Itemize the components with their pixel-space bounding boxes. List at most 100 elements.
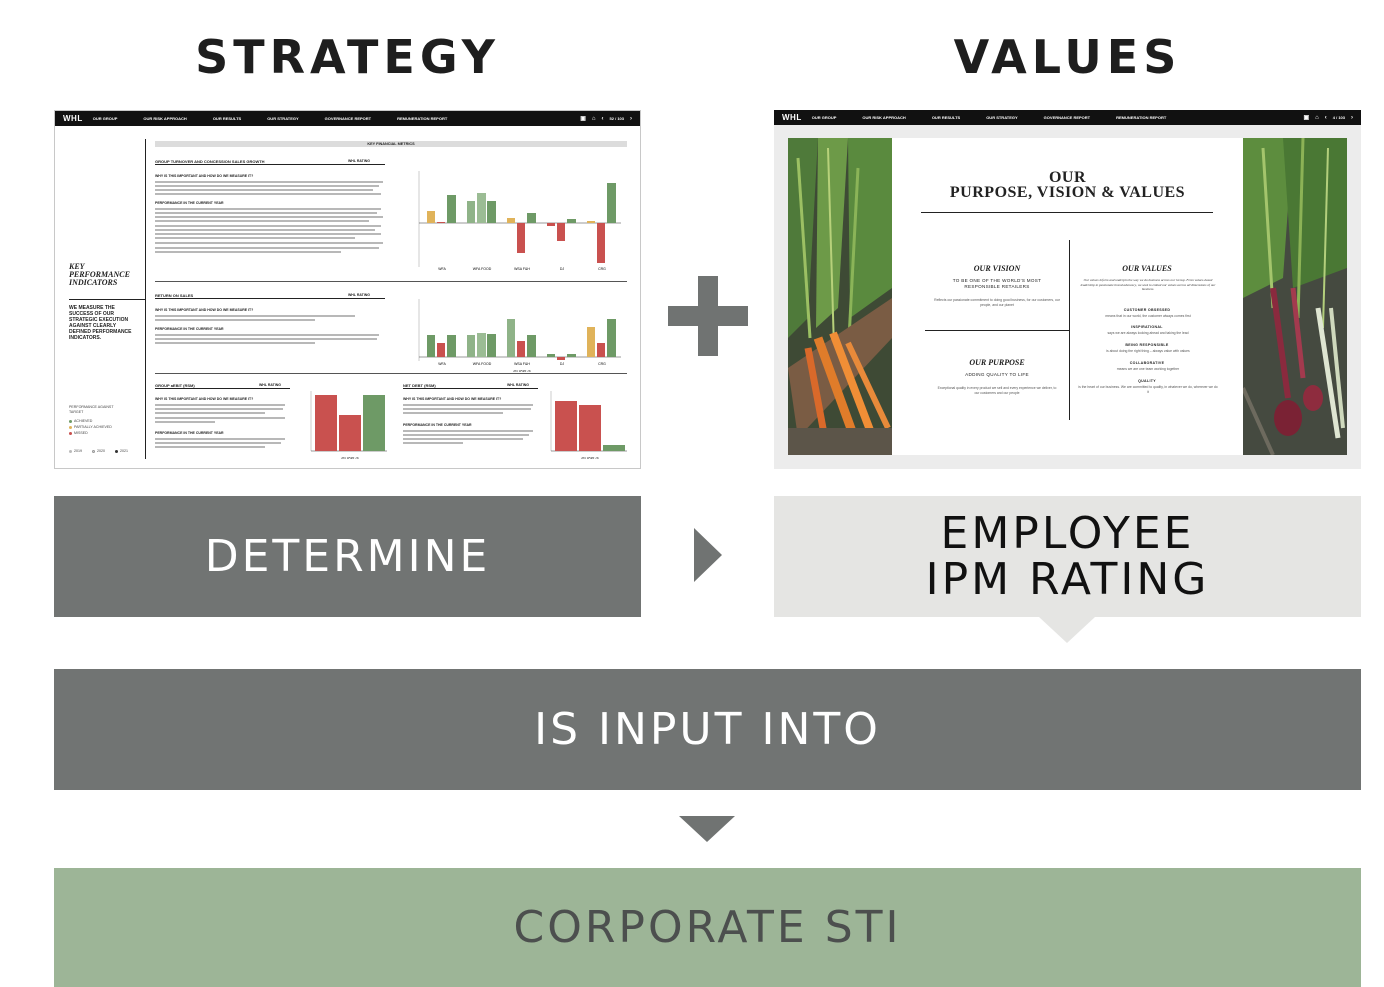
- section-divider: [155, 281, 627, 282]
- vegetables-photo-right: [1241, 137, 1347, 456]
- vegetables-photo-left: [788, 138, 892, 456]
- value-description: is about doing the right thing – always …: [1106, 349, 1190, 353]
- svg-text:WFA: WFA: [438, 267, 446, 271]
- nav-item: OUR RISK APPROACH: [143, 116, 187, 121]
- section-title: GROUP TURNOVER AND CONCESSION SALES GROW…: [155, 159, 385, 165]
- nav-item: OUR STRATEGY: [986, 115, 1018, 120]
- svg-text:CRG: CRG: [598, 267, 606, 271]
- nav-item: OUR RISK APPROACH: [862, 115, 906, 120]
- page-indicator: 4 / 103: [1332, 115, 1345, 120]
- value-description: is the heart of our business. We are com…: [1078, 385, 1218, 394]
- section-rating: WHL RATING: [259, 383, 282, 387]
- section-rating: WHL RATING: [348, 293, 371, 297]
- nav-item: REMUNERATION REPORT: [1116, 115, 1167, 120]
- section-aebit: GROUP aEBIT (RSM) WHL RATING WHY IS THIS…: [155, 383, 390, 463]
- svg-text:WFA: WFA: [438, 362, 446, 366]
- section-rating: WHL RATING: [348, 159, 371, 163]
- employee-ipm-rating-box: EMPLOYEE IPM RATING: [774, 496, 1361, 617]
- kpi-sidebar: KEY PERFORMANCE INDICATORS WE MEASURE TH…: [69, 141, 147, 457]
- value-description: means that in our world, the customer al…: [1105, 314, 1191, 318]
- value-description: means we are one team working together: [1116, 367, 1180, 371]
- home-icon: ⌂: [1315, 114, 1319, 121]
- section-turnover: GROUP TURNOVER AND CONCESSION SALES GROW…: [155, 159, 627, 279]
- values-thumbnail: WHL OUR GROUP OUR RISK APPROACH OUR RESU…: [774, 110, 1361, 469]
- nav-item: OUR RESULTS: [931, 115, 961, 120]
- why-label: WHY IS THIS IMPORTANT AND HOW DO WE MEAS…: [155, 308, 254, 312]
- arrow-down-icon: [679, 816, 735, 842]
- value-name: QUALITY: [1138, 379, 1156, 383]
- section-title: NET DEBT (RSM): [403, 383, 538, 389]
- perf-label: PERFORMANCE IN THE CURRENT YEAR: [155, 431, 224, 435]
- ipm-rating-label: IPM RATING: [925, 553, 1210, 605]
- why-label: WHY IS THIS IMPORTANT AND HOW DO WE MEAS…: [403, 397, 502, 401]
- svg-text:Pre IFRS 16: Pre IFRS 16: [512, 369, 531, 373]
- svg-text:WFA FOOD: WFA FOOD: [473, 267, 492, 271]
- vision-description: Reflects our passionate commitment to do…: [934, 298, 1060, 307]
- is-input-into-box: IS INPUT INTO: [54, 669, 1361, 790]
- svg-text:Pre IFRS 16: Pre IFRS 16: [580, 456, 599, 460]
- home-icon: ⌂: [591, 115, 596, 122]
- vision-heading: OUR VISION: [973, 264, 1021, 273]
- card-title: OUR PURPOSE, VISION & VALUES: [949, 169, 1186, 201]
- purpose-heading: OUR PURPOSE: [969, 358, 1025, 367]
- legend-missed: MISSED: [69, 430, 119, 436]
- year-legend: 2019 2020 2021: [69, 449, 128, 453]
- values-doc-logo: WHL: [782, 113, 802, 122]
- svg-text:Pre IFRS 16: Pre IFRS 16: [340, 456, 359, 460]
- purpose-vision-values-card: OUR PURPOSE, VISION & VALUES OUR VISION …: [892, 138, 1243, 455]
- year-2021: 2021: [115, 449, 128, 453]
- nav-item: OUR GROUP: [92, 116, 118, 121]
- section-net-debt: NET DEBT (RSM) WHL RATING WHY IS THIS IM…: [403, 383, 627, 463]
- prev-icon: ‹: [601, 115, 604, 122]
- divider: [925, 330, 1069, 331]
- perf-label: PERFORMANCE IN THE CURRENT YEAR: [155, 327, 224, 331]
- year-2020: 2020: [92, 449, 105, 453]
- values-heading-inner: OUR VALUES: [1122, 264, 1172, 273]
- arrow-right-icon: [694, 528, 722, 582]
- value-name: BEING RESPONSIBLE: [1125, 343, 1169, 347]
- vision-text: TO BE ONE OF THE WORLD'S MOST RESPONSIBL…: [952, 278, 1042, 289]
- section-title: RETURN ON SALES: [155, 293, 385, 299]
- kpi-title: KEY PERFORMANCE INDICATORS: [69, 262, 130, 287]
- strategy-doc-logo: WHL: [63, 114, 83, 123]
- purpose-text: ADDING QUALITY TO LIFE: [965, 372, 1029, 377]
- legend-achieved: ACHIEVED: [69, 418, 119, 424]
- corporate-sti-box: CORPORATE STI: [54, 868, 1361, 987]
- legend: PERFORMANCE AGAINST TARGET ACHIEVED PART…: [69, 405, 119, 436]
- values-intro: Our values inform and underpin the way w…: [1080, 278, 1216, 291]
- nav-item: GOVERNANCE REPORT: [1043, 115, 1091, 120]
- arrow-down-icon: [1039, 617, 1095, 643]
- net-debt-chart: Pre IFRS 16: [545, 385, 630, 461]
- perf-label: PERFORMANCE IN THE CURRENT YEAR: [403, 423, 472, 427]
- divider-vertical: [1069, 240, 1070, 420]
- svg-text:DJ: DJ: [560, 267, 565, 271]
- section-return-on-sales: RETURN ON SALES WHL RATING WHY IS THIS I…: [155, 293, 627, 373]
- section-divider: [155, 373, 627, 374]
- kpi-subtitle: WE MEASURE THE SUCCESS OF OUR STRATEGIC …: [69, 305, 132, 341]
- legend-partial: PARTIALLY ACHIEVED: [69, 424, 119, 430]
- value-name: INSPIRATIONAL: [1131, 325, 1163, 329]
- why-label: WHY IS THIS IMPORTANT AND HOW DO WE MEAS…: [155, 397, 254, 401]
- next-icon: ›: [630, 115, 632, 122]
- nav-item: OUR GROUP: [811, 115, 837, 120]
- kpi-divider: [145, 139, 146, 459]
- determine-box: DETERMINE: [54, 496, 641, 617]
- value-description: says we are always looking ahead and tak…: [1107, 331, 1189, 335]
- section-title: GROUP aEBIT (RSM): [155, 383, 290, 389]
- nav-item: REMUNERATION REPORT: [397, 116, 448, 121]
- values-heading: VALUES: [953, 30, 1182, 84]
- value-name: COLLABORATIVE: [1129, 361, 1165, 365]
- page-indicator: 52 / 103: [609, 116, 624, 121]
- nav-item: OUR RESULTS: [212, 116, 242, 121]
- perf-label: PERFORMANCE IN THE CURRENT YEAR: [155, 201, 224, 205]
- divider: [921, 212, 1213, 213]
- employee-label: EMPLOYEE: [940, 507, 1195, 559]
- svg-text:WSA F&H: WSA F&H: [514, 267, 530, 271]
- print-icon: ▣: [580, 116, 586, 122]
- year-2019: 2019: [69, 449, 82, 453]
- why-label: WHY IS THIS IMPORTANT AND HOW DO WE MEAS…: [155, 174, 254, 178]
- legend-title: PERFORMANCE AGAINST TARGET: [69, 405, 114, 414]
- turnover-chart: WFA WFA FOOD WSA F&H DJ CRG: [411, 163, 626, 273]
- value-name: CUSTOMER OBSESSED: [1123, 308, 1171, 312]
- svg-text:CRG: CRG: [598, 362, 606, 366]
